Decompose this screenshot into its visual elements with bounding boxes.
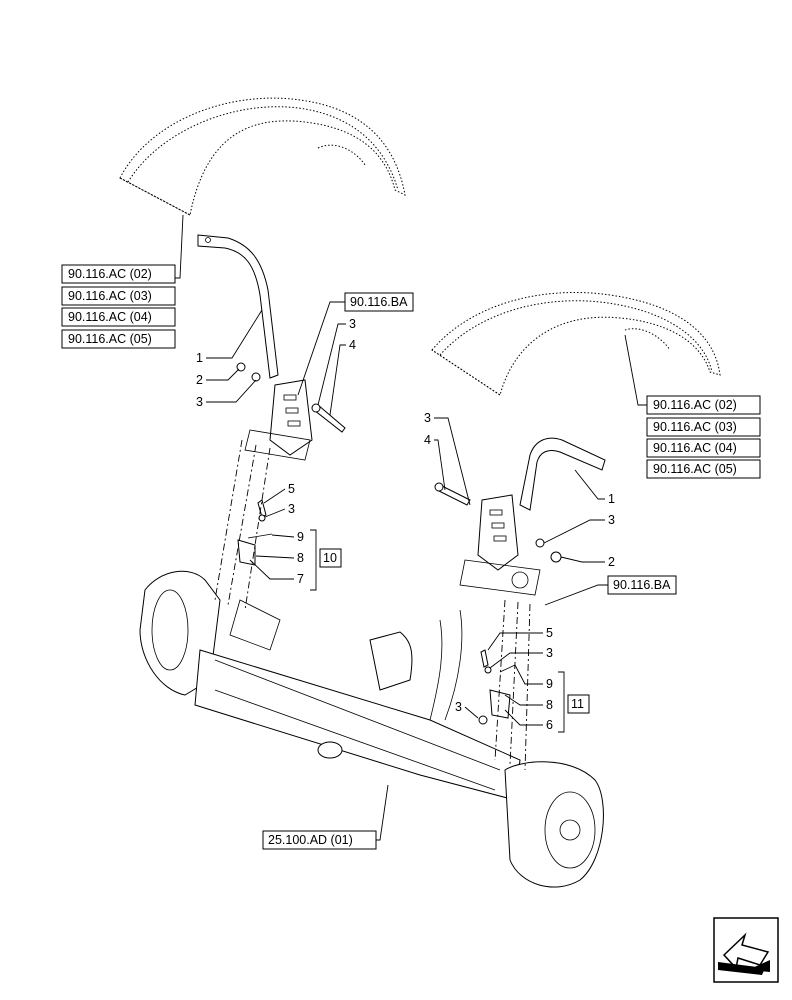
group-ref-11: 11 bbox=[571, 697, 584, 711]
callout-8: 8 bbox=[546, 698, 553, 712]
front-axle-assembly bbox=[139, 570, 604, 888]
left-fender-ref-boxes: 90.116.AC (02) 90.116.AC (03) 90.116.AC … bbox=[61, 214, 184, 349]
callout-3: 3 bbox=[424, 411, 431, 425]
right-bracket-ref-label: 90.116.BA bbox=[613, 578, 671, 592]
callout-9: 9 bbox=[546, 677, 553, 691]
left-washer-nut bbox=[236, 362, 261, 382]
left-fender bbox=[119, 97, 406, 216]
callout-3: 3 bbox=[455, 700, 462, 714]
right-bolt bbox=[434, 482, 471, 506]
left-sensor bbox=[237, 499, 273, 566]
left-fender-strap bbox=[197, 234, 279, 379]
right-fender-strap bbox=[519, 437, 606, 511]
callout-6: 6 bbox=[546, 718, 553, 732]
right-washer-nut bbox=[535, 538, 562, 563]
arrow-icon[interactable] bbox=[713, 917, 779, 983]
callout-5: 5 bbox=[288, 482, 295, 496]
callout-4: 4 bbox=[424, 433, 431, 447]
callout-3: 3 bbox=[349, 317, 356, 331]
callout-3: 3 bbox=[608, 513, 615, 527]
callout-4: 4 bbox=[349, 338, 356, 352]
left-ref-04: 90.116.AC (04) bbox=[68, 310, 152, 324]
callout-2: 2 bbox=[196, 373, 203, 387]
callout-3: 3 bbox=[196, 395, 203, 409]
left-bracket-ref-label: 90.116.BA bbox=[350, 295, 408, 309]
right-fender-ref-boxes: 90.116.AC (02) 90.116.AC (03) 90.116.AC … bbox=[624, 334, 761, 479]
group-ref-10: 10 bbox=[323, 551, 337, 565]
callout-1: 1 bbox=[196, 351, 203, 365]
right-ref-04: 90.116.AC (04) bbox=[653, 441, 737, 455]
alignment-lines bbox=[214, 439, 531, 771]
callout-1: 1 bbox=[608, 492, 615, 506]
right-fender bbox=[431, 292, 721, 396]
left-bolt bbox=[311, 403, 346, 433]
callout-7: 7 bbox=[297, 572, 304, 586]
left-bracket-ref: 90.116.BA bbox=[297, 292, 414, 396]
axle-ref: 25.100.AD (01) bbox=[262, 784, 389, 850]
callout-2: 2 bbox=[608, 555, 615, 569]
left-ref-02: 90.116.AC (02) bbox=[68, 267, 152, 281]
right-bracket-ref: 90.116.BA bbox=[544, 575, 677, 606]
left-mounting-bracket bbox=[244, 379, 313, 461]
callout-3: 3 bbox=[288, 502, 295, 516]
left-ref-05: 90.116.AC (05) bbox=[68, 332, 152, 346]
callout-8: 8 bbox=[297, 551, 304, 565]
right-callouts: 3 4 1 3 2 5 3 9 8 6 3 11 bbox=[424, 411, 615, 733]
right-ref-03: 90.116.AC (03) bbox=[653, 420, 737, 434]
right-sensor bbox=[478, 649, 516, 725]
callout-5: 5 bbox=[546, 626, 553, 640]
right-ref-02: 90.116.AC (02) bbox=[653, 398, 737, 412]
left-ref-03: 90.116.AC (03) bbox=[68, 289, 152, 303]
callout-9: 9 bbox=[297, 530, 304, 544]
right-mounting-bracket bbox=[459, 494, 541, 596]
left-callouts: 1 2 3 3 4 5 3 9 8 7 10 bbox=[196, 309, 356, 591]
callout-3: 3 bbox=[546, 646, 553, 660]
right-ref-05: 90.116.AC (05) bbox=[653, 462, 737, 476]
axle-ref-label: 25.100.AD (01) bbox=[268, 833, 353, 847]
